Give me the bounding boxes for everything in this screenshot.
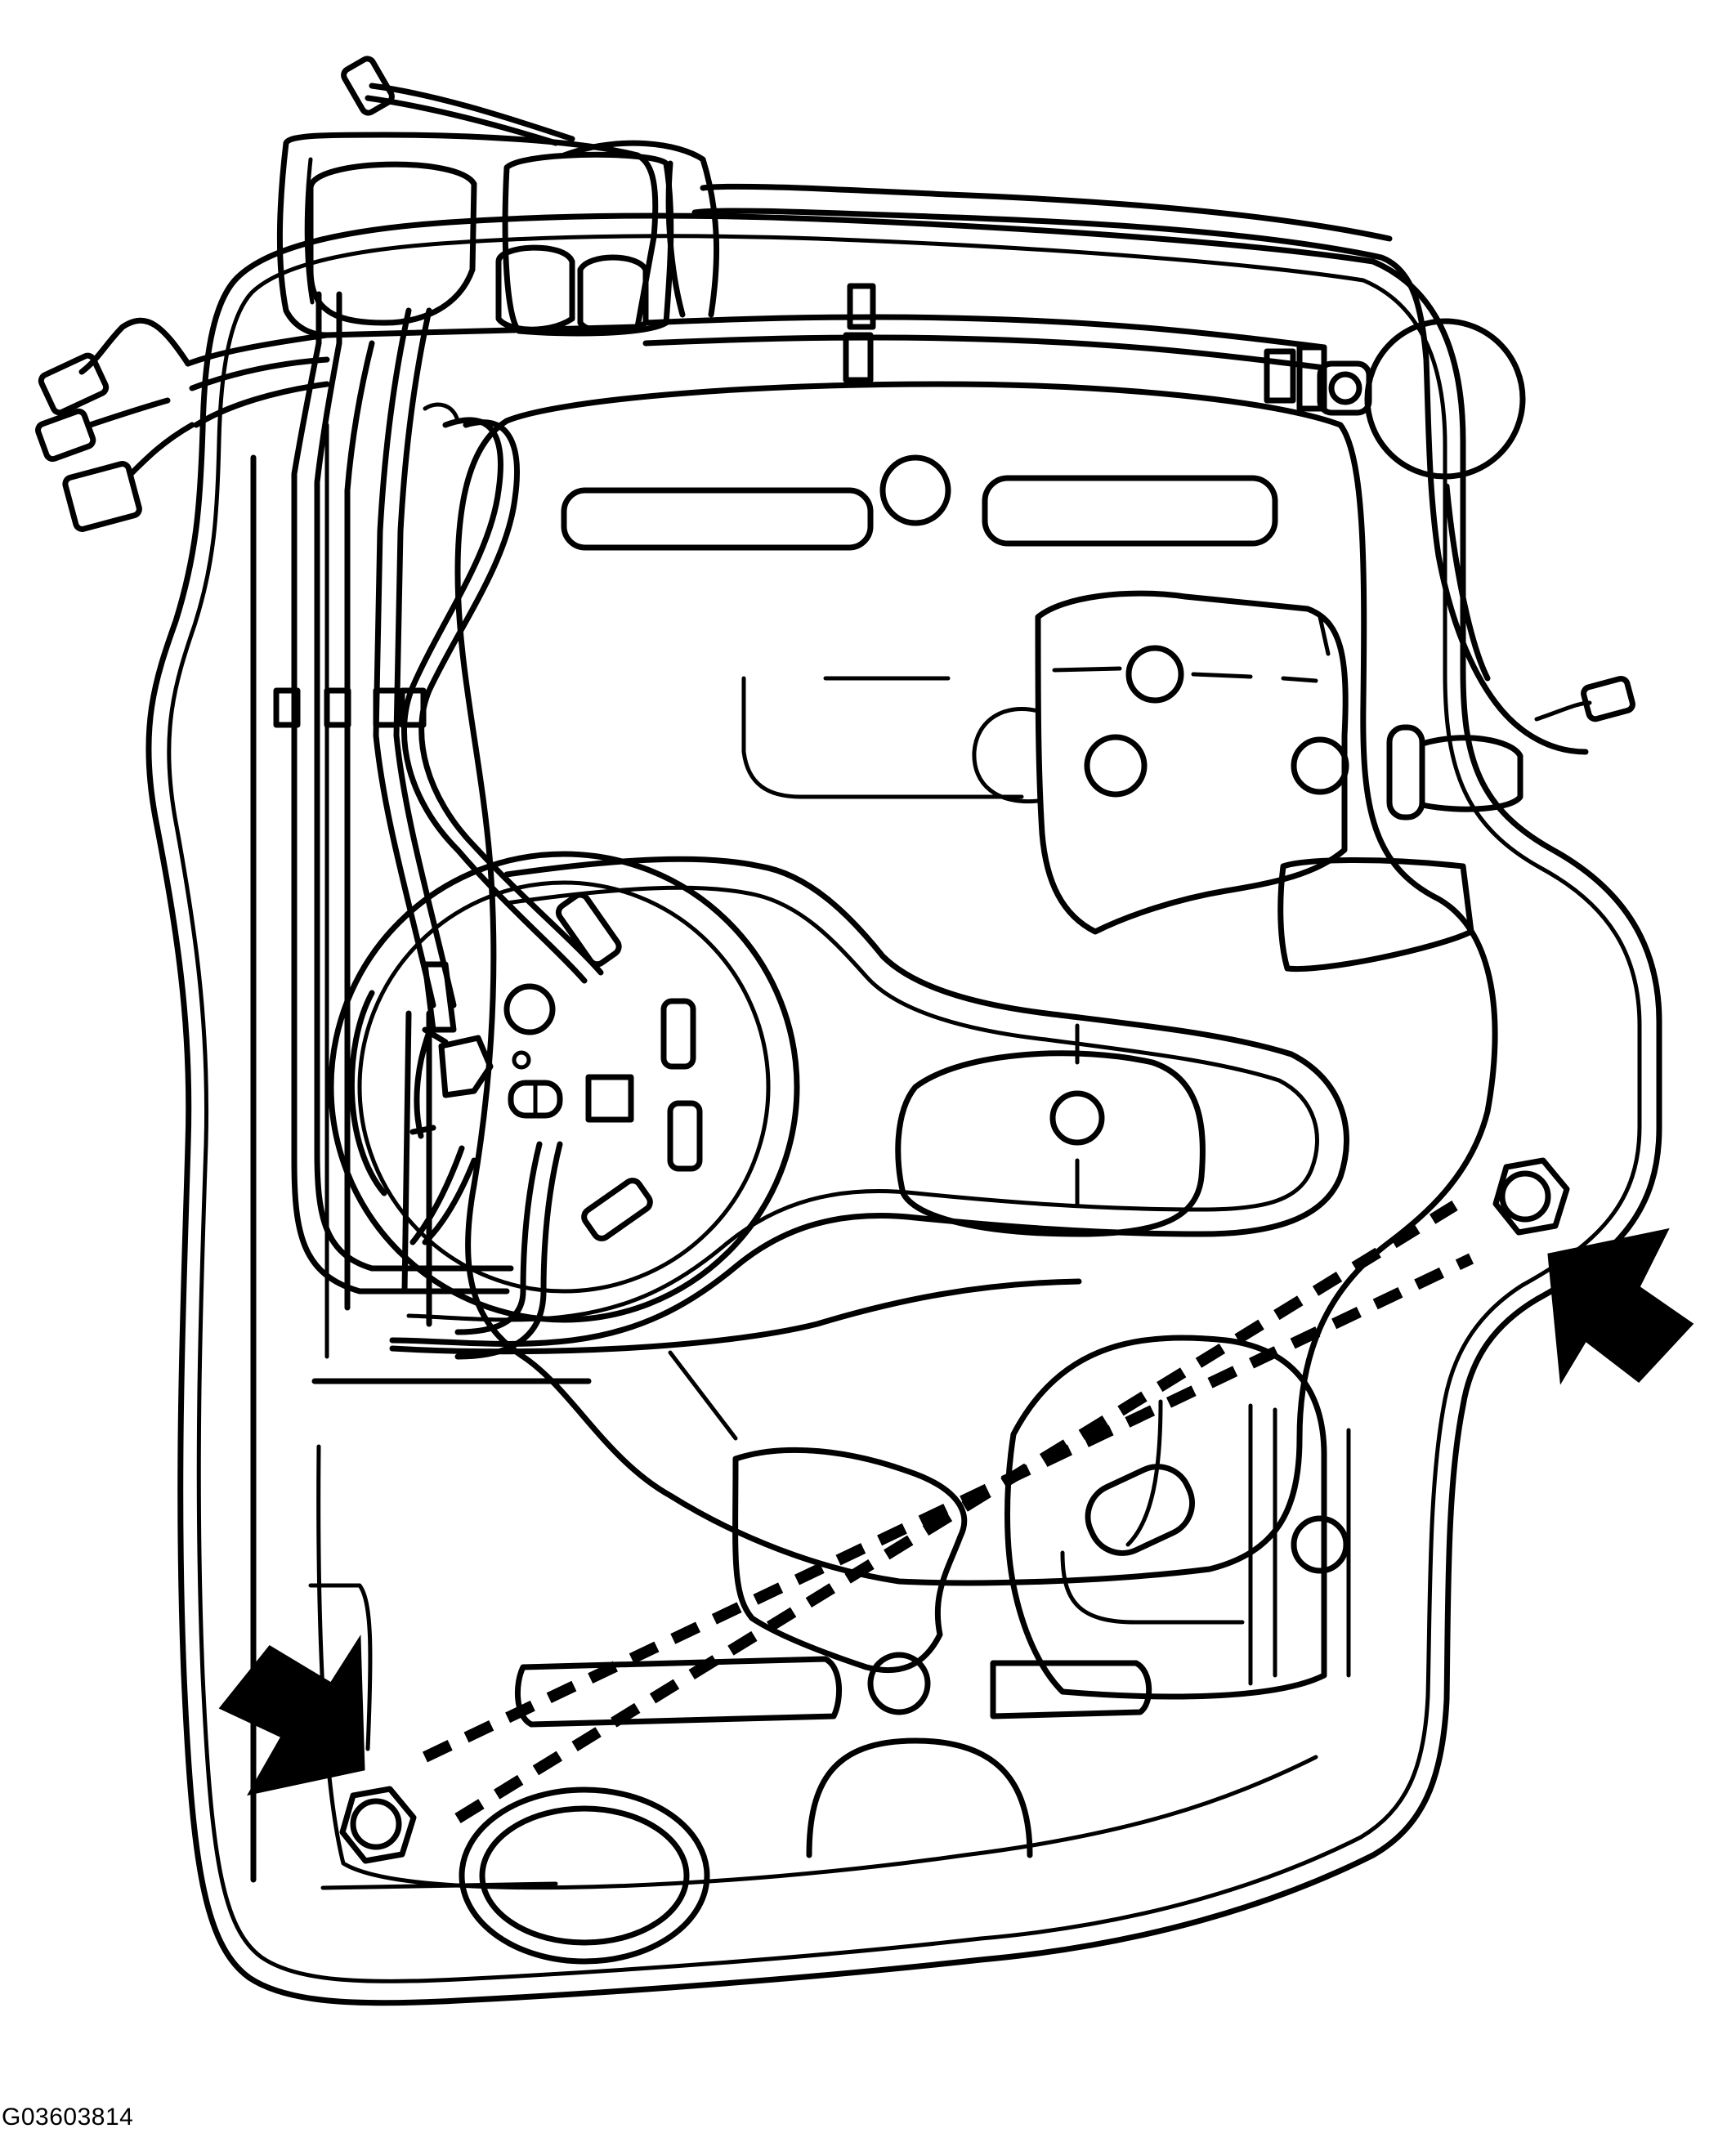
door-panel-outline (145, 212, 1662, 2006)
arrow-pointing-down-right-icon (218, 1634, 365, 1796)
window-regulator-hub (328, 851, 800, 1323)
figure-code: G03603814 (2, 2104, 134, 2131)
lower-left-fastener (339, 1786, 417, 1864)
lower-oval-opening (459, 1786, 710, 1965)
arrow-pointing-up-left-icon (1547, 1228, 1694, 1385)
upper-right-fastener (1492, 1157, 1570, 1236)
module-plate (308, 381, 1498, 1858)
fastener-alignment-lines (422, 1201, 1474, 1823)
wiring-harness (35, 56, 1635, 1360)
access-hole (895, 1023, 1206, 1237)
